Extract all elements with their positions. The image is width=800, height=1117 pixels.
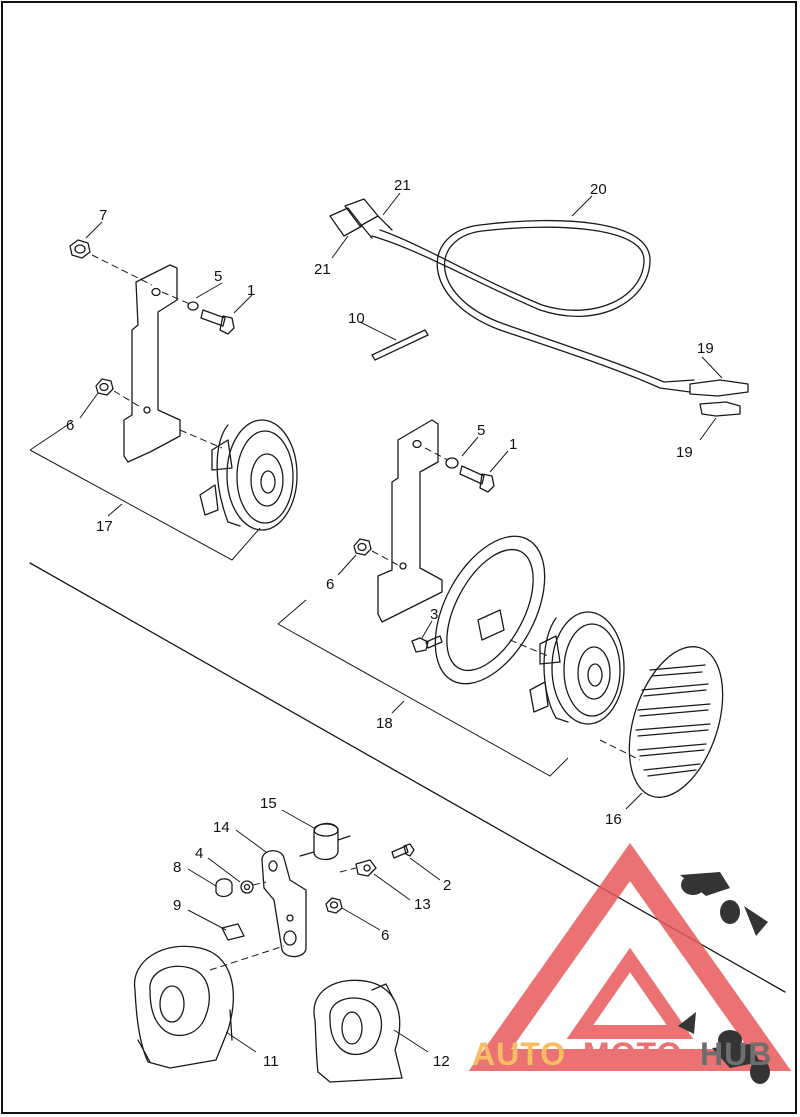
snail-horn-12: [313, 979, 403, 1083]
bracket-17: [123, 264, 181, 463]
screw-1b: [459, 465, 495, 493]
motorcycle-arrow-icon: [680, 872, 768, 936]
watermark-triangle: [468, 842, 792, 1071]
nut-8: [215, 878, 233, 898]
watermark-logo: AUTO MOTO HUB: [468, 842, 792, 1084]
watermark-auto: AUTO: [472, 1036, 566, 1072]
callout-14: 14: [213, 819, 230, 836]
connector-21: [329, 198, 393, 239]
washer-4: [240, 880, 254, 894]
callout-17: 17: [96, 518, 113, 535]
callout-1b: 1: [509, 436, 517, 453]
horn-assembly-18: [277, 419, 724, 798]
nut-6c: [325, 897, 343, 914]
callouts: 7 5 1 6 17 21 21 20 10 19 19 5 1 6 3 18 …: [66, 177, 714, 1070]
callout-6a: 6: [66, 417, 74, 434]
lower-horn-group: [133, 822, 415, 1083]
callout-5b: 5: [477, 422, 485, 439]
nut-7: [69, 239, 91, 259]
motorcycle-arrow-left-icon: [678, 1012, 770, 1084]
bracket-14: [261, 850, 307, 958]
connector-19: [689, 379, 749, 417]
callout-6c: 6: [381, 927, 389, 944]
grille-cover-16: [628, 646, 724, 798]
horn: [199, 419, 298, 531]
horn-b: [529, 611, 625, 725]
cable-strap-10: [371, 329, 429, 361]
callout-5a: 5: [214, 268, 222, 285]
callout-6b: 6: [326, 576, 334, 593]
clip-13: [355, 859, 377, 877]
watermark-inner-triangle: [566, 947, 694, 1039]
bracket-18: [377, 419, 443, 623]
callout-19a: 19: [697, 340, 714, 357]
screw-3: [411, 635, 443, 653]
callout-11: 11: [263, 1053, 279, 1070]
mounting-ring: [434, 535, 546, 685]
washer-5: [187, 301, 199, 311]
callout-3: 3: [430, 606, 438, 623]
callout-4: 4: [195, 845, 203, 862]
nut-9: [221, 923, 245, 941]
callout-10: 10: [348, 310, 365, 327]
washer-5b: [445, 457, 459, 469]
callout-18: 18: [376, 715, 393, 732]
watermark-hub: HUB: [700, 1036, 772, 1072]
callout-7: 7: [99, 207, 107, 224]
snail-horn-11: [133, 945, 234, 1069]
callout-2: 2: [443, 877, 451, 894]
callout-13: 13: [414, 896, 431, 913]
callout-19b: 19: [676, 444, 693, 461]
callout-16: 16: [605, 811, 622, 828]
callout-21a: 21: [394, 177, 411, 194]
rubber-mount-15: [299, 822, 351, 861]
callout-20: 20: [590, 181, 607, 198]
screw-2: [391, 843, 415, 859]
watermark-moto: MOTO: [583, 1036, 682, 1072]
callout-12: 12: [433, 1053, 450, 1070]
screw-1: [200, 309, 235, 335]
nut-6: [95, 378, 114, 396]
callout-1a: 1: [247, 282, 255, 299]
callout-15: 15: [260, 795, 277, 812]
callout-8: 8: [173, 859, 181, 876]
callout-9: 9: [173, 897, 181, 914]
nut-6b: [353, 538, 372, 556]
wiring-harness: [329, 198, 749, 417]
leader-lines: [79, 192, 723, 1053]
callout-21b: 21: [314, 261, 331, 278]
horn-assembly-17: [29, 239, 298, 561]
